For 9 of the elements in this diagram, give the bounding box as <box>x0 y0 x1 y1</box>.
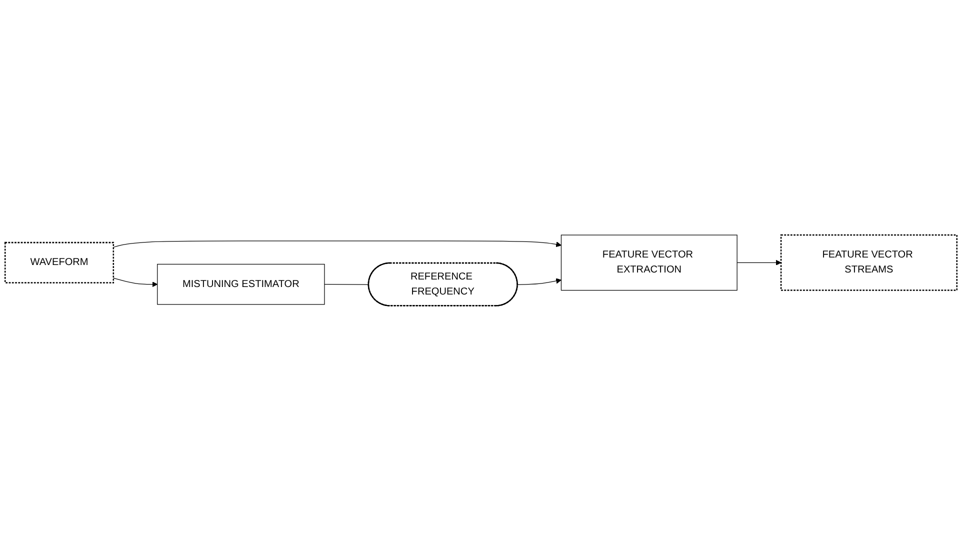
node-box: MISTUNING ESTIMATOR <box>157 264 325 304</box>
arrow <box>517 278 562 285</box>
node-box: FEATURE VECTOR EXTRACTION <box>560 234 738 290</box>
node-box: WAVEFORM <box>4 242 114 284</box>
node-box: FEATURE VECTOR STREAMS <box>780 234 958 291</box>
arrow <box>113 240 562 248</box>
arrow <box>113 277 158 287</box>
connector <box>324 284 370 285</box>
arrow <box>736 260 782 266</box>
